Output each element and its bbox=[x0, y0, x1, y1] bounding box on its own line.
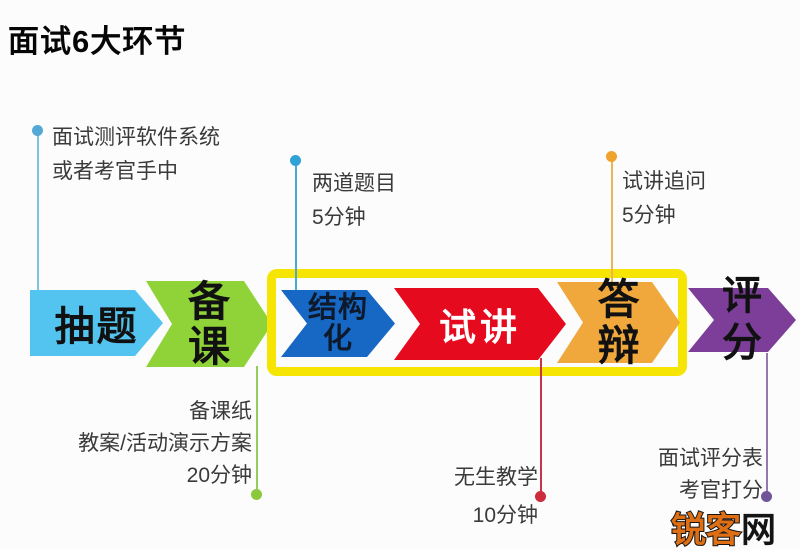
connector-dot-score bbox=[761, 491, 772, 502]
step-label: 备 课 bbox=[146, 278, 272, 370]
highlight-box bbox=[267, 269, 687, 376]
connector-line-trial bbox=[540, 358, 542, 494]
connector-dot-trial bbox=[535, 491, 546, 502]
note-line: 面试测评软件系统 bbox=[52, 126, 220, 149]
watermark-text-primary: 锐客 bbox=[670, 510, 742, 550]
step-label-char: 答 bbox=[597, 275, 640, 323]
note-draw-source: 面试测评软件系统 或者考官手中 bbox=[52, 121, 220, 189]
step-structured-qa: 结构 化 bbox=[281, 290, 395, 357]
step-scoring: 评 分 bbox=[688, 274, 796, 365]
step-label-char: 评 bbox=[722, 274, 762, 318]
note-line: 5分钟 bbox=[312, 206, 366, 229]
step-label: 结构 化 bbox=[281, 290, 395, 357]
connector-dot-draw bbox=[32, 125, 43, 136]
chevron-shape bbox=[394, 288, 566, 360]
watermark: 锐客网 bbox=[670, 502, 777, 550]
connector-line-prep bbox=[256, 366, 258, 492]
note-line: 无生教学 bbox=[454, 466, 538, 489]
connector-line-score bbox=[766, 353, 768, 494]
note-score: 面试评分表 考官打分 bbox=[598, 443, 763, 507]
note-line: 教案/活动演示方案 bbox=[78, 432, 252, 455]
connector-dot-defense bbox=[606, 151, 617, 162]
note-defense: 试讲追问 5分钟 bbox=[622, 165, 706, 233]
connector-line-draw bbox=[37, 135, 39, 290]
step-label-line: 结构 bbox=[307, 291, 368, 324]
note-line: 面试评分表 bbox=[658, 447, 763, 470]
step-label: 试讲 bbox=[439, 307, 521, 348]
chevron-shape bbox=[30, 290, 163, 356]
note-line: 备课纸 bbox=[189, 400, 252, 423]
note-line: 或者考官手中 bbox=[52, 160, 178, 183]
connector-line-structured bbox=[295, 165, 297, 291]
step-label-char: 分 bbox=[722, 321, 762, 365]
note-line: 5分钟 bbox=[622, 204, 676, 227]
step-label-char: 课 bbox=[187, 323, 230, 370]
step-label: 抽题 bbox=[54, 305, 139, 349]
note-trial: 无生教学 10分钟 bbox=[408, 459, 538, 535]
page-title: 面试6大环节 bbox=[8, 24, 187, 59]
note-line: 10分钟 bbox=[472, 504, 538, 527]
note-prep: 备课纸 教案/活动演示方案 20分钟 bbox=[40, 396, 252, 492]
step-draw-topic: 抽题 bbox=[30, 290, 163, 356]
step-label: 答 辩 bbox=[557, 276, 680, 368]
note-line: 考官打分 bbox=[679, 479, 763, 502]
note-line: 两道题目 bbox=[312, 172, 396, 195]
step-label: 评 分 bbox=[688, 274, 796, 365]
watermark-text-secondary: 网 bbox=[741, 511, 777, 550]
step-label-line: 化 bbox=[322, 322, 353, 355]
step-trial-lecture: 试讲 bbox=[394, 288, 566, 360]
connector-line-defense bbox=[611, 161, 613, 283]
step-label-char: 辩 bbox=[597, 321, 640, 369]
step-label-char: 备 bbox=[187, 278, 230, 325]
connector-dot-prep bbox=[251, 489, 262, 500]
note-line: 20分钟 bbox=[186, 464, 252, 487]
connector-dot-structured bbox=[290, 155, 301, 166]
step-defense: 答 辩 bbox=[557, 276, 680, 368]
note-structured: 两道题目 5分钟 bbox=[312, 167, 396, 235]
note-line: 试讲追问 bbox=[622, 170, 706, 193]
step-lesson-prep: 备 课 bbox=[146, 278, 272, 370]
